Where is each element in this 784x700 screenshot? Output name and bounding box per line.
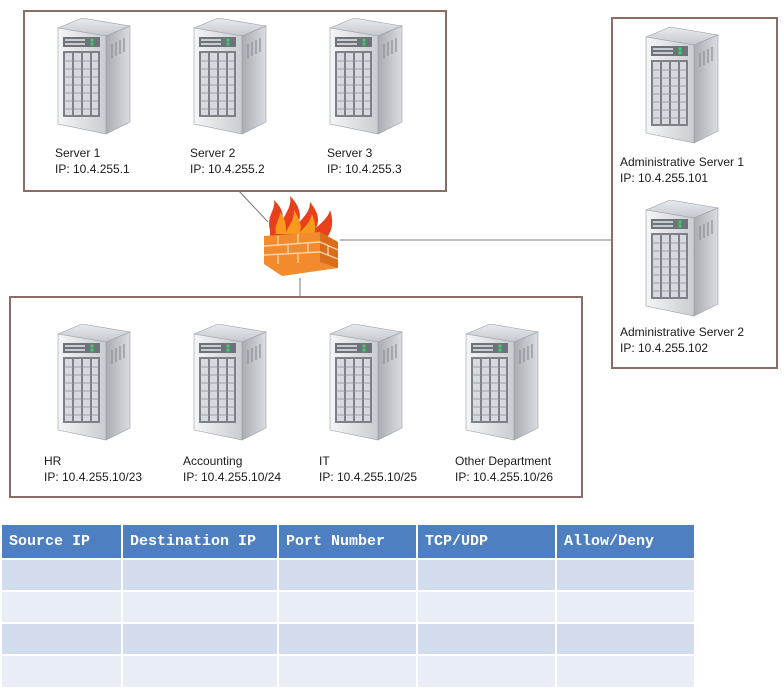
cell-port-number[interactable]: [278, 654, 418, 687]
server-name: Server 1: [55, 146, 101, 160]
cell-allow-deny[interactable]: [556, 622, 696, 655]
server-tower-icon: [329, 324, 403, 441]
header-source-ip: Source IP: [2, 525, 123, 559]
department-accounting-label: Accounting IP: 10.4.255.10/24: [183, 453, 281, 485]
cell-tcp-udp[interactable]: [417, 654, 557, 687]
department-ip: IP: 10.4.255.10/25: [319, 470, 418, 484]
header-destination-ip: Destination IP: [122, 525, 279, 559]
department-name: Other Department: [455, 454, 552, 468]
admin-server-2-label: Administrative Server 2 IP: 10.4.255.102: [620, 324, 744, 356]
server-tower-icon: [193, 18, 267, 135]
department-ip: IP: 10.4.255.10/24: [183, 470, 282, 484]
admin-server-1-label: Administrative Server 1 IP: 10.4.255.101: [620, 154, 744, 186]
department-name: Accounting: [183, 454, 243, 468]
server-tower-icon: [57, 18, 131, 135]
server-tower-icon: [193, 324, 267, 441]
cell-source-ip[interactable]: [2, 558, 123, 591]
server-ip: IP: 10.4.255.3: [327, 162, 402, 176]
cell-port-number[interactable]: [278, 590, 418, 623]
cell-port-number[interactable]: [278, 558, 418, 591]
server-name: Administrative Server 1: [620, 155, 745, 169]
cell-port-number[interactable]: [278, 622, 418, 655]
cell-tcp-udp[interactable]: [417, 590, 557, 623]
server-ip: IP: 10.4.255.2: [190, 162, 265, 176]
server-ip: IP: 10.4.255.101: [620, 171, 709, 185]
cell-tcp-udp[interactable]: [417, 622, 557, 655]
cell-destination-ip[interactable]: [122, 654, 279, 687]
table-row: [2, 590, 696, 623]
cell-allow-deny[interactable]: [556, 654, 696, 687]
cell-source-ip[interactable]: [2, 590, 123, 623]
department-ip: IP: 10.4.255.10/23: [44, 470, 143, 484]
cell-source-ip[interactable]: [2, 622, 123, 655]
server-2-label: Server 2 IP: 10.4.255.2: [190, 145, 265, 177]
server-name: Administrative Server 2: [620, 325, 745, 339]
cell-destination-ip[interactable]: [122, 558, 279, 591]
server-tower-icon: [645, 200, 719, 317]
department-hr-label: HR IP: 10.4.255.10/23: [44, 453, 142, 485]
firewall-brick-flame-icon: [263, 196, 339, 276]
server-tower-icon: [329, 18, 403, 135]
table-row: [2, 622, 696, 655]
server-ip: IP: 10.4.255.102: [620, 341, 709, 355]
server-1-label: Server 1 IP: 10.4.255.1: [55, 145, 130, 177]
link-servers-firewall: [237, 189, 269, 223]
header-tcp-udp: TCP/UDP: [417, 525, 557, 559]
table-row: [2, 558, 696, 591]
server-ip: IP: 10.4.255.1: [55, 162, 130, 176]
department-other-label: Other Department IP: 10.4.255.10/26: [455, 453, 553, 485]
department-name: IT: [319, 454, 330, 468]
header-port-number: Port Number: [278, 525, 418, 559]
firewall-rules-table: Source IP Destination IP Port Number TCP…: [2, 525, 696, 687]
table-row: [2, 654, 696, 687]
network-links: [237, 189, 612, 297]
server-name: Server 2: [190, 146, 236, 160]
server-3-label: Server 3 IP: 10.4.255.3: [327, 145, 402, 177]
cell-destination-ip[interactable]: [122, 622, 279, 655]
cell-tcp-udp[interactable]: [417, 558, 557, 591]
cell-source-ip[interactable]: [2, 654, 123, 687]
cell-allow-deny[interactable]: [556, 558, 696, 591]
header-allow-deny: Allow/Deny: [556, 525, 696, 559]
cell-allow-deny[interactable]: [556, 590, 696, 623]
cell-destination-ip[interactable]: [122, 590, 279, 623]
department-it-label: IT IP: 10.4.255.10/25: [319, 453, 417, 485]
server-tower-icon: [465, 324, 539, 441]
server-tower-icon: [645, 27, 719, 144]
department-name: HR: [44, 454, 62, 468]
department-ip: IP: 10.4.255.10/26: [455, 470, 554, 484]
table-header-row: Source IP Destination IP Port Number TCP…: [2, 525, 696, 559]
server-tower-icon: [57, 324, 131, 441]
server-name: Server 3: [327, 146, 373, 160]
